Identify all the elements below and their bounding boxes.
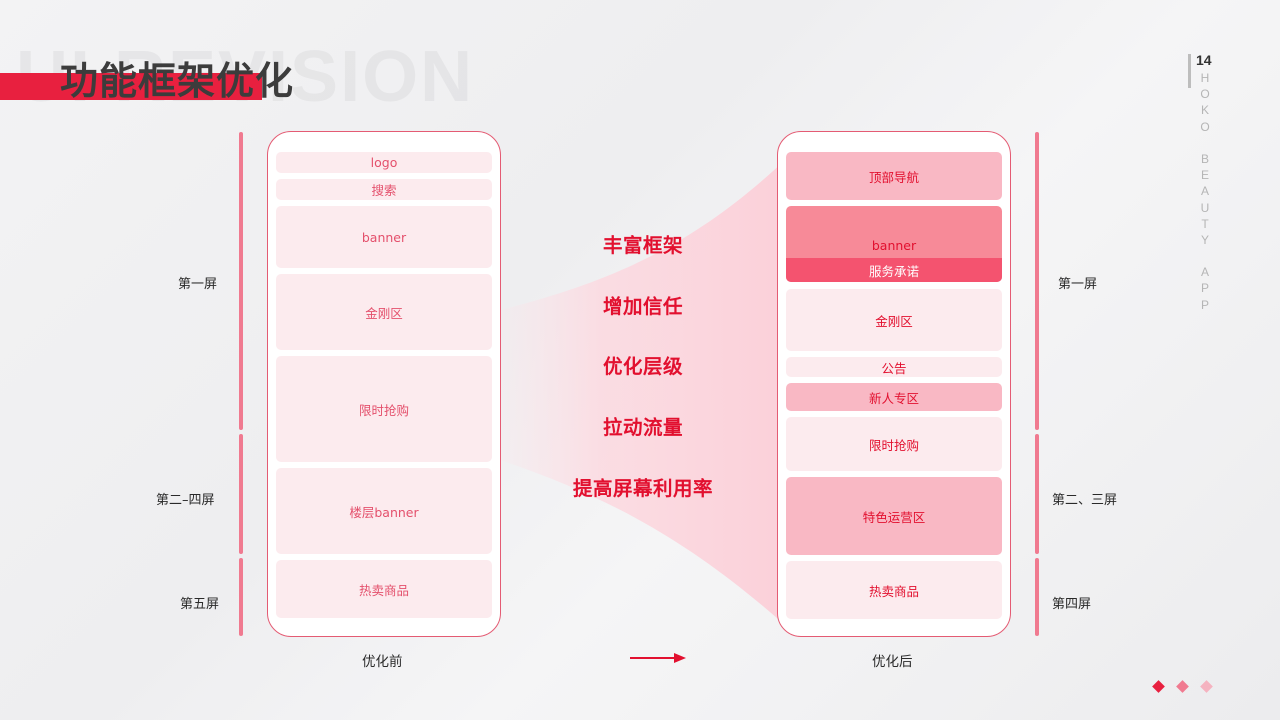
screen-label-before: 第二–四屏 xyxy=(156,493,215,508)
feature-label: 优化层级 xyxy=(602,355,683,378)
funnel-shape xyxy=(500,160,785,625)
brand-letter: O xyxy=(1200,87,1210,102)
block-king-kong-area: 金刚区 xyxy=(786,289,1002,351)
caption-after: 优化后 xyxy=(872,654,913,670)
block-search: 搜索 xyxy=(276,179,492,200)
brand-letter: T xyxy=(1201,216,1209,231)
diamond-icon xyxy=(1200,680,1213,693)
screen-bracket-before-3 xyxy=(239,558,243,636)
page-number: 14 xyxy=(1196,52,1212,68)
brand-letter: K xyxy=(1200,103,1209,118)
diamond-icon xyxy=(1152,680,1165,693)
brand-letter xyxy=(1200,135,1210,151)
brand-divider xyxy=(1188,54,1191,88)
block-new-user-zone: 新人专区 xyxy=(786,383,1002,411)
block-hot-products: 热卖商品 xyxy=(786,561,1002,619)
screen-bracket-before-2 xyxy=(239,434,243,554)
brand-letter: U xyxy=(1200,200,1210,215)
block-featured-ops: 特色运营区 xyxy=(786,477,1002,555)
screen-bracket-after-1 xyxy=(1035,132,1039,430)
feature-label: 拉动流量 xyxy=(602,416,683,439)
arrow-right-icon xyxy=(630,653,686,663)
brand-letters: H O K O B E A U T Y A P P xyxy=(1200,70,1210,313)
banner-label: banner xyxy=(871,238,917,253)
pagination-dots xyxy=(1152,680,1216,694)
screen-label-after: 第四屏 xyxy=(1052,597,1092,612)
brand-letter: A xyxy=(1200,184,1209,199)
block-banner: banner xyxy=(276,206,492,268)
brand-letter: A xyxy=(1200,265,1209,280)
screen-bracket-after-3 xyxy=(1035,558,1039,636)
screen-bracket-before-1 xyxy=(239,132,243,430)
brand-letter: H xyxy=(1200,71,1210,85)
brand-letter: B xyxy=(1200,151,1209,166)
block-logo: logo xyxy=(276,152,492,173)
block-hot-products: 热卖商品 xyxy=(276,560,492,618)
screen-label-before: 第五屏 xyxy=(180,597,220,612)
block-top-nav: 顶部导航 xyxy=(786,152,1002,200)
block-king-kong-area: 金刚区 xyxy=(276,274,492,350)
brand-letter xyxy=(1200,248,1210,264)
feature-label: 丰富框架 xyxy=(602,234,683,257)
block-banner-service: banner 服务承诺 xyxy=(786,206,1002,282)
block-notice: 公告 xyxy=(786,357,1002,377)
feature-label: 增加信任 xyxy=(602,295,683,318)
caption-before: 优化前 xyxy=(362,654,403,670)
phone-after: 顶部导航 banner 服务承诺 金刚区 公告 新人专区 限时抢购 特色运营区 … xyxy=(777,131,1011,637)
brand-letter: P xyxy=(1200,281,1209,296)
block-flash-sale: 限时抢购 xyxy=(276,356,492,462)
phone-before: logo 搜索 banner 金刚区 限时抢购 楼层banner 热卖商品 xyxy=(267,131,501,637)
screen-bracket-after-2 xyxy=(1035,434,1039,554)
brand-letter: O xyxy=(1200,119,1210,134)
page-title: 功能框架优化 xyxy=(60,59,295,103)
brand-letter: Y xyxy=(1200,232,1209,247)
block-floor-banner: 楼层banner xyxy=(276,468,492,554)
title-accent-bar xyxy=(0,73,262,100)
diamond-icon xyxy=(1176,680,1189,693)
screen-label-after: 第一屏 xyxy=(1058,277,1098,292)
block-flash-sale: 限时抢购 xyxy=(786,417,1002,471)
service-promise-strip: 服务承诺 xyxy=(786,258,1002,282)
brand-letter: P xyxy=(1200,297,1209,312)
screen-label-before: 第一屏 xyxy=(178,277,218,292)
feature-label: 提高屏幕利用率 xyxy=(572,477,713,500)
screen-label-after: 第二、三屏 xyxy=(1052,493,1118,508)
brand-letter: E xyxy=(1200,168,1209,183)
